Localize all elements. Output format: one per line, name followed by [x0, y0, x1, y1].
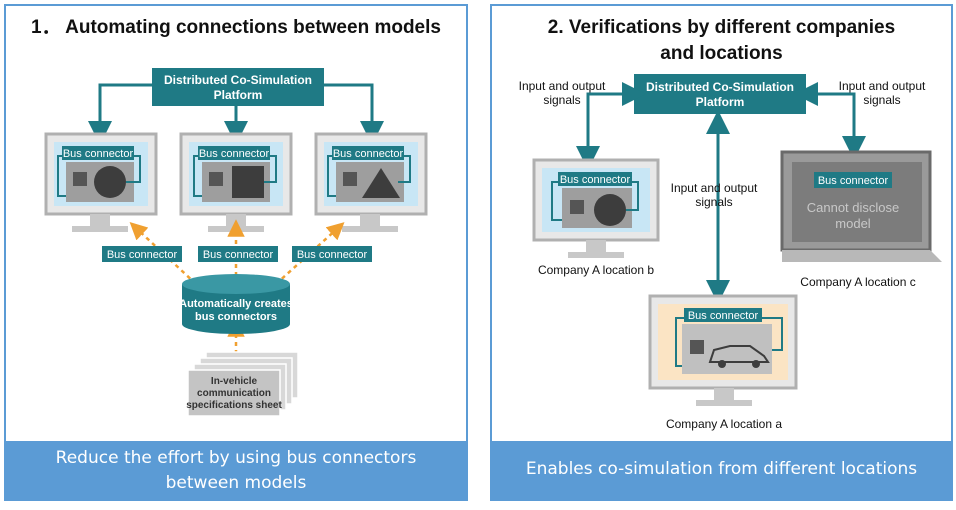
monitor-circle-model: Bus connector [44, 132, 158, 232]
bus-connector-label: Bus connector [199, 148, 270, 160]
generated-bus-connector-tags: Bus connector Bus connector Bus connecto… [102, 246, 372, 262]
io-center-line1: Input and output [671, 181, 758, 195]
chip-icon [570, 200, 584, 214]
footer-line1: Reduce the effort by using bus connector… [55, 448, 417, 468]
chip-icon [343, 172, 357, 186]
automation-diagram: Distributed Co-Simulation Platform Bus c… [44, 68, 428, 417]
automatic-generator-database: Automatically creates bus connectors [179, 274, 293, 334]
monitor-location-b: Bus connector Company A location b [532, 158, 660, 277]
sheet-text-line1: In-vehicle [211, 376, 258, 387]
cannot-disclose-line1: Cannot disclose [807, 200, 900, 215]
db-text-line1: Automatically creates [179, 298, 293, 310]
platform-title-line1: Distributed Co-Simulation [164, 73, 312, 87]
automating-connections-panel: 1． Automating connections between models… [4, 4, 468, 501]
panel-footer: Enables co-simulation from different loc… [492, 441, 951, 499]
location-c-caption: Company A location c [800, 275, 915, 289]
chip-icon [690, 340, 704, 354]
bus-connector-label: Bus connector [63, 148, 134, 160]
bus-connector-tag-2: Bus connector [203, 249, 274, 261]
monitor-triangle-model: Bus connector [314, 132, 428, 232]
db-text-line2: bus connectors [195, 311, 277, 323]
co-simulation-platform: Distributed Co-Simulation Platform [152, 68, 324, 106]
specification-sheets: In-vehicle communication specifications … [186, 351, 299, 417]
verifications-panel: 2. Verifications by different companies … [490, 4, 953, 501]
circle-model-icon [94, 166, 126, 198]
platform-title-line2: Platform [214, 88, 263, 102]
platform-title-line1: Distributed Co-Simulation [646, 80, 794, 94]
cannot-disclose-line2: model [835, 216, 871, 231]
io-center-line2: signals [695, 195, 732, 209]
signal-arrows [576, 82, 866, 304]
triangle-model-icon [362, 168, 400, 198]
io-right-line1: Input and output [839, 79, 926, 93]
panel-footer: Reduce the effort by using bus connector… [6, 441, 466, 499]
location-b-caption: Company A location b [538, 263, 654, 277]
sheet-text-line3: specifications sheet [186, 400, 282, 411]
monitor-square-model: Bus connector [179, 132, 293, 232]
square-model-icon [232, 166, 264, 198]
panel-title-line2: and locations [660, 43, 783, 64]
chip-icon [209, 172, 223, 186]
bus-connector-tag-3: Bus connector [297, 249, 368, 261]
io-left-line1: Input and output [519, 79, 606, 93]
bus-connector-label: Bus connector [560, 174, 631, 186]
co-simulation-platform: Distributed Co-Simulation Platform [634, 74, 806, 114]
location-a-caption: Company A location a [666, 417, 782, 431]
bus-connector-label: Bus connector [333, 148, 404, 160]
io-left-line2: signals [543, 93, 580, 107]
chip-icon [73, 172, 87, 186]
footer-text: Enables co-simulation from different loc… [525, 459, 918, 479]
panel-title: 1． Automating connections between models [31, 17, 441, 38]
panel-title-line1: 2. Verifications by different companies [547, 17, 896, 38]
monitor-location-c: Bus connector Cannot disclose model Comp… [780, 150, 942, 289]
sheet-text-line2: communication [197, 388, 271, 399]
verification-diagram: Distributed Co-Simulation Platform Input… [519, 74, 942, 431]
bus-connector-tag-1: Bus connector [107, 249, 178, 261]
platform-to-monitor-arrows [88, 83, 384, 145]
circle-model-icon [594, 194, 626, 226]
platform-title-line2: Platform [696, 95, 745, 109]
footer-line2: between models [165, 473, 307, 493]
car-icon [708, 345, 770, 363]
io-right-line2: signals [863, 93, 900, 107]
monitor-location-a: Bus connector Company A location a [648, 294, 798, 431]
bus-connector-label: Bus connector [818, 175, 889, 187]
bus-connector-label: Bus connector [688, 310, 759, 322]
